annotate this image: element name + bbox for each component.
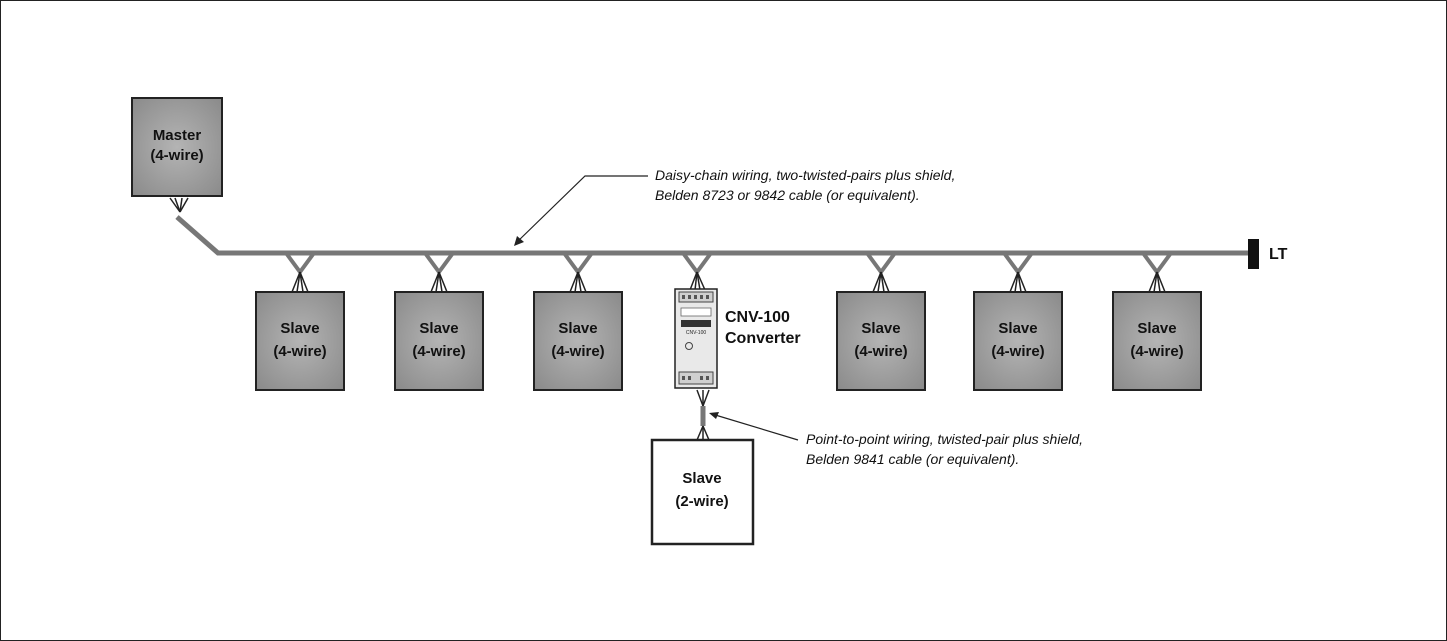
slave-4wire-6: Slave (4-wire)	[1112, 271, 1202, 391]
slave-2wire-label-line2: (2-wire)	[675, 493, 728, 510]
terminator-label: LT	[1269, 246, 1288, 263]
slave-4wire-4: Slave (4-wire)	[836, 271, 926, 391]
converter-drop	[681, 251, 713, 276]
slave-label-line2: (4-wire)	[854, 343, 907, 360]
master-wire-bundle	[169, 197, 189, 213]
slave-2wire-label-line1: Slave	[682, 470, 721, 487]
daisy-chain-note-line2: Belden 8723 or 9842 cable (or equivalent…	[655, 187, 920, 203]
daisy-chain-callout: Daisy-chain wiring, two-twisted-pairs pl…	[514, 167, 955, 246]
converter-device-text: CNV-100	[686, 330, 707, 336]
point-to-point-cable	[696, 389, 710, 441]
slave-label-line2: (4-wire)	[273, 343, 326, 360]
arrow-icon	[514, 236, 524, 246]
point-to-point-callout: Point-to-point wiring, twisted-pair plus…	[709, 412, 1083, 467]
converter-label-line1: CNV-100	[725, 309, 790, 326]
slave-label-line2: (4-wire)	[991, 343, 1044, 360]
slave-4wire-1: Slave (4-wire)	[255, 271, 345, 391]
slave-2wire: Slave (2-wire)	[650, 438, 755, 546]
master-label-line1: Master	[153, 127, 202, 144]
slave-drops	[284, 251, 1173, 276]
slave-label-line2: (4-wire)	[1130, 343, 1183, 360]
slave-label-line2: (4-wire)	[551, 343, 604, 360]
converter-label-line2: Converter	[725, 330, 801, 347]
bus-cable	[175, 215, 1248, 256]
daisy-chain-note-line1: Daisy-chain wiring, two-twisted-pairs pl…	[655, 167, 955, 183]
slave-label-line2: (4-wire)	[412, 343, 465, 360]
slave-label-line1: Slave	[419, 320, 458, 337]
converter-device: CNV-100 CNV-100 Converter	[674, 271, 801, 389]
p2p-note-line2: Belden 9841 cable (or equivalent).	[806, 451, 1019, 467]
slave-4wire-3: Slave (4-wire)	[533, 271, 623, 391]
arrow-icon	[709, 412, 719, 419]
slave-label-line1: Slave	[861, 320, 900, 337]
slave-label-line1: Slave	[558, 320, 597, 337]
slave-label-line1: Slave	[280, 320, 319, 337]
slave-label-line1: Slave	[1137, 320, 1176, 337]
line-terminator: LT	[1248, 239, 1288, 269]
slave-4wire-5: Slave (4-wire)	[973, 271, 1063, 391]
slave-label-line1: Slave	[998, 320, 1037, 337]
master-device: Master (4-wire)	[131, 97, 223, 213]
master-label-line2: (4-wire)	[150, 147, 203, 164]
p2p-note-line1: Point-to-point wiring, twisted-pair plus…	[806, 431, 1083, 447]
slave-4wire-2: Slave (4-wire)	[394, 271, 484, 391]
